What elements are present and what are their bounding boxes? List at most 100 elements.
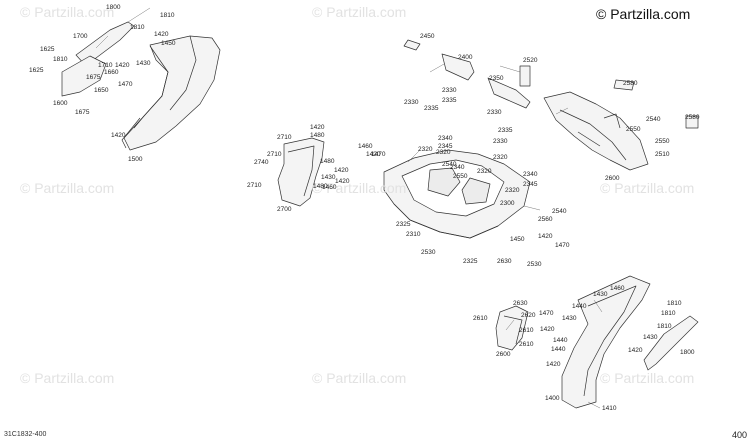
- callout-label[interactable]: 1675: [75, 109, 90, 116]
- callout-label[interactable]: 2580: [685, 114, 700, 121]
- callout-label[interactable]: 1810: [667, 300, 682, 307]
- callout-label[interactable]: 2600: [605, 175, 620, 182]
- callout-label[interactable]: 1700: [73, 33, 88, 40]
- callout-label[interactable]: 2580: [623, 80, 638, 87]
- callout-label[interactable]: 2330: [404, 99, 419, 106]
- callout-label[interactable]: 2520: [523, 57, 538, 64]
- callout-label[interactable]: 2540: [442, 161, 457, 168]
- callout-label[interactable]: 1710: [98, 62, 113, 69]
- callout-label[interactable]: 2620: [521, 312, 536, 319]
- callout-label[interactable]: 2320: [505, 187, 520, 194]
- callout-label[interactable]: 2550: [453, 173, 468, 180]
- callout-label[interactable]: 2345: [523, 181, 538, 188]
- callout-label[interactable]: 1420: [366, 151, 381, 158]
- callout-label[interactable]: 1440: [551, 346, 566, 353]
- callout-label[interactable]: 1470: [371, 151, 386, 158]
- callout-label[interactable]: 1400: [545, 395, 560, 402]
- callout-label[interactable]: 1420: [335, 178, 350, 185]
- callout-label[interactable]: 1410: [602, 405, 617, 412]
- callout-label[interactable]: 1650: [94, 87, 109, 94]
- callout-label[interactable]: 1480: [320, 158, 335, 165]
- callout-label[interactable]: 2550: [655, 138, 670, 145]
- callout-label[interactable]: 1800: [680, 349, 695, 356]
- callout-label[interactable]: 2325: [463, 258, 478, 265]
- callout-label[interactable]: 2350: [489, 75, 504, 82]
- callout-label[interactable]: 1420: [154, 31, 169, 38]
- callout-label[interactable]: 2300: [500, 200, 515, 207]
- callout-label[interactable]: 2600: [496, 351, 511, 358]
- callout-label[interactable]: 1810: [657, 323, 672, 330]
- callout-label[interactable]: 1800: [106, 4, 121, 11]
- callout-label[interactable]: 1420: [115, 62, 130, 69]
- callout-label[interactable]: 1430: [643, 334, 658, 341]
- callout-label[interactable]: 2345: [438, 143, 453, 150]
- callout-label[interactable]: 2335: [498, 127, 513, 134]
- callout-label[interactable]: 1450: [510, 236, 525, 243]
- callout-label[interactable]: 1420: [628, 347, 643, 354]
- callout-label[interactable]: 2610: [519, 327, 534, 334]
- callout-label[interactable]: 2530: [527, 261, 542, 268]
- callout-label[interactable]: 1500: [128, 156, 143, 163]
- callout-label[interactable]: 2320: [436, 149, 451, 156]
- callout-label[interactable]: 2510: [655, 151, 670, 158]
- callout-label[interactable]: 2610: [473, 315, 488, 322]
- callout-label[interactable]: 2320: [418, 146, 433, 153]
- callout-label[interactable]: 2630: [513, 300, 528, 307]
- callout-label[interactable]: 2540: [646, 116, 661, 123]
- callout-label[interactable]: 2450: [420, 33, 435, 40]
- callout-label[interactable]: 1675: [86, 74, 101, 81]
- callout-label[interactable]: 1460: [322, 184, 337, 191]
- callout-label[interactable]: 2540: [552, 208, 567, 215]
- callout-label[interactable]: 2610: [519, 341, 534, 348]
- callout-label[interactable]: 2310: [406, 231, 421, 238]
- callout-label[interactable]: 2340: [450, 164, 465, 171]
- callout-label[interactable]: 2710: [267, 151, 282, 158]
- callout-label[interactable]: 1625: [40, 46, 55, 53]
- callout-label[interactable]: 1440: [572, 303, 587, 310]
- callout-label[interactable]: 2710: [277, 134, 292, 141]
- callout-label[interactable]: 2740: [254, 159, 269, 166]
- callout-label[interactable]: 1460: [610, 285, 625, 292]
- callout-label[interactable]: 2340: [523, 171, 538, 178]
- callout-label[interactable]: 2335: [424, 105, 439, 112]
- callout-label[interactable]: 1430: [562, 315, 577, 322]
- callout-label[interactable]: 1480: [313, 183, 328, 190]
- callout-label[interactable]: 1420: [334, 167, 349, 174]
- callout-label[interactable]: 1430: [321, 174, 336, 181]
- callout-label[interactable]: 2560: [538, 216, 553, 223]
- callout-label[interactable]: 1810: [130, 24, 145, 31]
- callout-label[interactable]: 1470: [555, 242, 570, 249]
- callout-label[interactable]: 1420: [546, 361, 561, 368]
- callout-label[interactable]: 1480: [310, 132, 325, 139]
- callout-label[interactable]: 1600: [53, 100, 68, 107]
- callout-label[interactable]: 2335: [442, 97, 457, 104]
- callout-label[interactable]: 2330: [493, 138, 508, 145]
- callout-label[interactable]: 1420: [540, 326, 555, 333]
- callout-label[interactable]: 1660: [104, 69, 119, 76]
- callout-label[interactable]: 2630: [497, 258, 512, 265]
- callout-label[interactable]: 1810: [53, 56, 68, 63]
- callout-label[interactable]: 2330: [487, 109, 502, 116]
- callout-label[interactable]: 1460: [358, 143, 373, 150]
- callout-label[interactable]: 1810: [661, 310, 676, 317]
- callout-label[interactable]: 1470: [539, 310, 554, 317]
- callout-label[interactable]: 1420: [111, 132, 126, 139]
- callout-label[interactable]: 2320: [477, 168, 492, 175]
- callout-label[interactable]: 2400: [458, 54, 473, 61]
- callout-label[interactable]: 1430: [593, 291, 608, 298]
- callout-label[interactable]: 1420: [538, 233, 553, 240]
- callout-label[interactable]: 1450: [161, 40, 176, 47]
- callout-label[interactable]: 1625: [29, 67, 44, 74]
- callout-label[interactable]: 2320: [493, 154, 508, 161]
- callout-label[interactable]: 2550: [626, 126, 641, 133]
- callout-label[interactable]: 1430: [136, 60, 151, 67]
- callout-label[interactable]: 2330: [442, 87, 457, 94]
- callout-label[interactable]: 1470: [118, 81, 133, 88]
- callout-label[interactable]: 1440: [553, 337, 568, 344]
- callout-label[interactable]: 2710: [247, 182, 262, 189]
- callout-label[interactable]: 1810: [160, 12, 175, 19]
- callout-label[interactable]: 1420: [310, 124, 325, 131]
- callout-label[interactable]: 2340: [438, 135, 453, 142]
- callout-label[interactable]: 2325: [396, 221, 411, 228]
- callout-label[interactable]: 2530: [421, 249, 436, 256]
